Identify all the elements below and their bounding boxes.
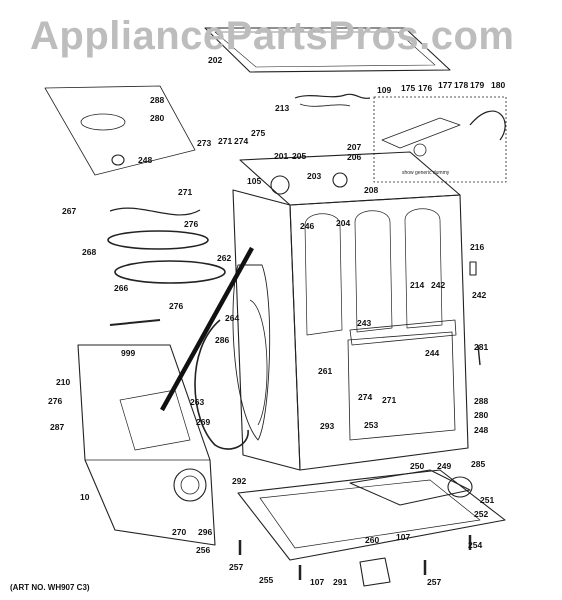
callout-label: 286 bbox=[215, 335, 230, 345]
callout-label: 180 bbox=[491, 80, 506, 90]
callout-label: 287 bbox=[50, 422, 65, 432]
callout-label: 296 bbox=[198, 527, 213, 537]
inlet-hose-268 bbox=[107, 230, 209, 250]
callout-label: 260 bbox=[365, 535, 380, 545]
callout-label: 107 bbox=[310, 577, 325, 587]
callout-label: 276 bbox=[169, 301, 184, 311]
callout-label: 271 bbox=[382, 395, 397, 405]
callout-label: 280 bbox=[474, 410, 489, 420]
callout-label: 214 bbox=[410, 280, 425, 290]
callout-label: 257 bbox=[427, 577, 442, 587]
callout-label: 257 bbox=[229, 562, 244, 572]
watermark-text: AppliancePartsPros.com bbox=[30, 14, 515, 58]
callout-label: 177 bbox=[438, 80, 453, 90]
callout-label: 175 bbox=[401, 83, 416, 93]
callout-label: 248 bbox=[474, 425, 489, 435]
callout-label: 109 bbox=[377, 85, 392, 95]
callout-label: 264 bbox=[225, 313, 240, 323]
callout-label: 271 bbox=[218, 136, 233, 146]
callout-label: 250 bbox=[410, 461, 425, 471]
callout-label: 205 bbox=[292, 151, 307, 161]
callout-label: 269 bbox=[196, 417, 211, 427]
callout-label: 246 bbox=[300, 221, 315, 231]
inlet-hose-266 bbox=[114, 260, 226, 284]
callout-label: 293 bbox=[320, 421, 335, 431]
inset-note: show generic dummy bbox=[402, 170, 450, 176]
callout-label: 216 bbox=[470, 242, 485, 252]
callout-label: 276 bbox=[184, 219, 199, 229]
callout-label: 252 bbox=[474, 509, 489, 519]
base-frame bbox=[237, 469, 506, 561]
door-opening bbox=[232, 264, 271, 441]
callout-label: 253 bbox=[364, 420, 379, 430]
inset-box-right bbox=[373, 96, 507, 183]
callout-label: 261 bbox=[318, 366, 333, 376]
front-panel bbox=[77, 344, 216, 546]
callout-label: 204 bbox=[336, 218, 351, 228]
callout-label: 273 bbox=[197, 138, 212, 148]
callout-label: 244 bbox=[425, 348, 440, 358]
callout-label: 270 bbox=[172, 527, 187, 537]
callout-label: 271 bbox=[178, 187, 193, 197]
callout-label: 213 bbox=[275, 103, 290, 113]
callout-label: 210 bbox=[56, 377, 71, 387]
callout-label: 254 bbox=[468, 540, 483, 550]
callout-label: 292 bbox=[232, 476, 247, 486]
callout-label: 256 bbox=[196, 545, 211, 555]
callout-label: 10 bbox=[80, 492, 90, 502]
callout-label: 263 bbox=[190, 397, 205, 407]
callout-label: 105 bbox=[247, 176, 262, 186]
callout-label: 999 bbox=[121, 348, 136, 358]
callout-label: 262 bbox=[217, 253, 232, 263]
callout-label: 208 bbox=[364, 185, 379, 195]
callout-label: 179 bbox=[470, 80, 485, 90]
callout-label: 203 bbox=[307, 171, 322, 181]
wire-harness bbox=[294, 93, 371, 99]
top-lid bbox=[204, 27, 451, 73]
callout-label: 201 bbox=[274, 151, 289, 161]
callout-label: 242 bbox=[472, 290, 487, 300]
callout-label: 207 bbox=[347, 142, 362, 152]
callout-label: 255 bbox=[259, 575, 274, 585]
callout-label: 243 bbox=[357, 318, 372, 328]
callout-label: 248 bbox=[138, 155, 153, 165]
callout-label: 249 bbox=[437, 461, 452, 471]
callout-label: 275 bbox=[251, 128, 266, 138]
callout-label: 285 bbox=[471, 459, 486, 469]
tool-999 bbox=[109, 319, 161, 326]
callout-label: 281 bbox=[474, 342, 489, 352]
callout-label: 251 bbox=[480, 495, 495, 505]
callout-label: 176 bbox=[418, 83, 433, 93]
callout-label: 107 bbox=[396, 532, 411, 542]
callout-label: 274 bbox=[234, 136, 249, 146]
callout-label: 178 bbox=[454, 80, 469, 90]
callout-label: 206 bbox=[347, 152, 362, 162]
callout-label: 268 bbox=[82, 247, 97, 257]
callout-label: 267 bbox=[62, 206, 77, 216]
callout-label: 276 bbox=[48, 396, 63, 406]
art-number-caption: (ART NO. WH907 C3) bbox=[10, 583, 90, 592]
callout-label: 291 bbox=[333, 577, 348, 587]
callout-label: 288 bbox=[474, 396, 489, 406]
callout-label: 242 bbox=[431, 280, 446, 290]
callout-label: 266 bbox=[114, 283, 129, 293]
inset-detail-panel bbox=[44, 85, 196, 176]
callout-label: 274 bbox=[358, 392, 373, 402]
callout-label: 280 bbox=[150, 113, 165, 123]
callout-label: 202 bbox=[208, 55, 223, 65]
cabinet-front bbox=[232, 189, 301, 471]
callout-label: 288 bbox=[150, 95, 165, 105]
